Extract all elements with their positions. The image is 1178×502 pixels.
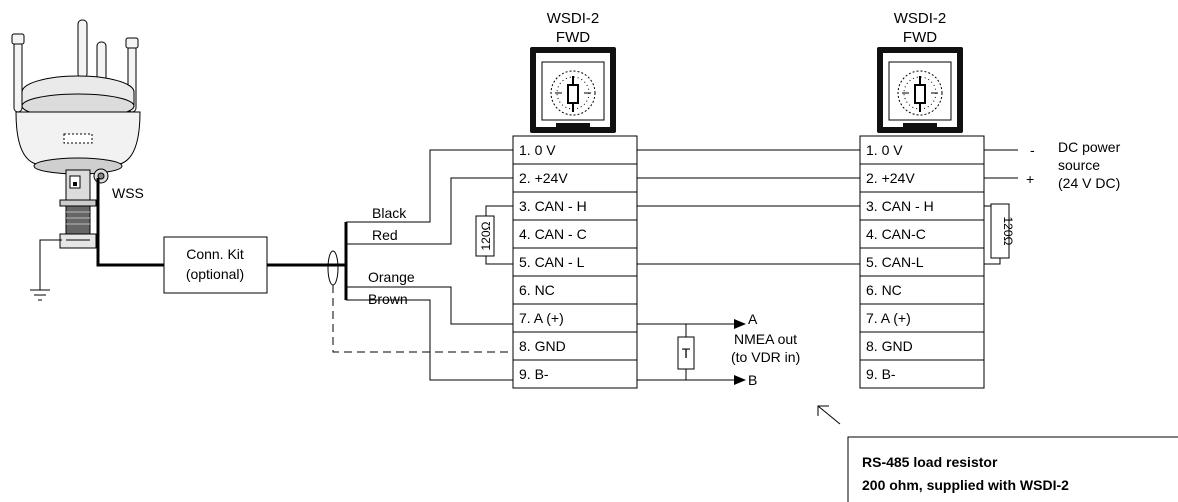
terminal-right-row [859, 247, 985, 277]
conn-kit-line1: Conn. Kit [186, 246, 244, 262]
pointer-arrow-icon [817, 405, 841, 425]
wire-gnd-shield [332, 285, 513, 353]
terminal-right-label: 7. A (+) [866, 310, 911, 326]
terminal-left-label: 3. CAN - H [519, 198, 587, 214]
terminal-left-row [512, 219, 638, 249]
terminal-right-label: 3. CAN - H [866, 198, 934, 214]
nmea-b-label: B [748, 372, 757, 388]
terminal-left-label: 7. A (+) [519, 310, 564, 326]
terminal-right-row [859, 275, 985, 305]
display-left-subtitle: FWD [556, 29, 590, 46]
wire-brown [346, 299, 513, 381]
display-right-subtitle: FWD [903, 29, 937, 46]
note-line2: 200 ohm, supplied with WSDI-2 [862, 477, 1069, 493]
terminal-left-label: 6. NC [519, 282, 555, 298]
arrow-a-icon [734, 319, 746, 329]
display-right-title: WSDI-2 [894, 10, 947, 27]
nmea-load-resistor-label: T [682, 345, 691, 361]
terminal-left-label: 5. CAN - L [519, 254, 585, 270]
cable-shield [327, 250, 339, 286]
terminal-left-label: 4. CAN - C [519, 226, 587, 242]
terminal-right-label: 4. CAN-C [866, 226, 926, 242]
right-can-resistor [990, 203, 1010, 259]
arrow-b-icon [734, 375, 746, 385]
right-can-resistor-label: 120Ω [1001, 217, 1015, 246]
note-line1: RS-485 load resistor [862, 454, 998, 470]
terminal-left-label: 2. +24V [519, 170, 568, 186]
label-black: Black [372, 205, 407, 221]
terminal-right-label: 2. +24V [866, 170, 915, 186]
terminal-right-row [859, 163, 985, 193]
terminal-left-row [512, 303, 638, 333]
nmea-a-label: A [748, 311, 758, 327]
terminal-block-left: 1. 0 V 2. +24V 3. CAN - H 4. CAN - C 5. CAN … [512, 135, 638, 389]
power-line2: source [1058, 157, 1100, 173]
terminal-right-row [859, 359, 985, 389]
terminal-right-row [859, 331, 985, 361]
label-orange: Orange [368, 269, 415, 285]
label-red: Red [372, 227, 398, 243]
terminal-block-right: 1. 0 V 2. +24V 3. CAN - H 4. CAN-C 5. CAN-L 6… [859, 135, 985, 389]
terminal-right-label: 9. B- [866, 366, 896, 382]
power-plus-label: + [1026, 171, 1034, 187]
terminal-right-label: 5. CAN-L [866, 254, 924, 270]
ground-icon [30, 239, 62, 301]
terminal-left-label: 1. 0 V [519, 142, 556, 158]
terminal-left-row [512, 191, 638, 221]
power-line3: (24 V DC) [1058, 175, 1120, 191]
nmea-line1: NMEA out [734, 331, 797, 347]
conn-kit-box [163, 236, 268, 294]
power-line1: DC power [1058, 139, 1121, 155]
terminal-right-row [859, 191, 985, 221]
terminal-left-row [512, 331, 638, 361]
terminal-left-row [512, 247, 638, 277]
wire-orange [346, 286, 513, 325]
terminal-right-label: 6. NC [866, 282, 902, 298]
conn-kit-line2: (optional) [186, 266, 244, 282]
terminal-left-label: 8. GND [519, 338, 566, 354]
terminal-right-label: 8. GND [866, 338, 913, 354]
sensor-cable [96, 178, 164, 267]
wire-red [346, 177, 513, 245]
nmea-load-resistor [677, 336, 695, 370]
left-can-resistor [475, 215, 495, 257]
terminal-left-row [512, 163, 638, 193]
wire-black [346, 149, 513, 223]
terminal-left-row [512, 359, 638, 389]
nmea-line2: (to VDR in) [731, 349, 800, 365]
terminal-left-row [512, 135, 638, 165]
terminal-right-row [859, 303, 985, 333]
label-brown: Brown [368, 291, 408, 307]
note-box [847, 436, 1178, 502]
wind-sensor-icon [11, 19, 141, 249]
power-minus-label: - [1030, 142, 1035, 158]
display-left-title: WSDI-2 [547, 10, 600, 27]
terminal-left-row [512, 275, 638, 305]
terminal-left-label: 9. B- [519, 366, 549, 382]
terminal-right-label: 1. 0 V [866, 142, 903, 158]
display-right-icon [877, 47, 963, 133]
display-left-icon [530, 47, 616, 133]
wss-label: WSS [112, 185, 144, 201]
left-can-resistor-label: 120Ω [479, 221, 493, 250]
